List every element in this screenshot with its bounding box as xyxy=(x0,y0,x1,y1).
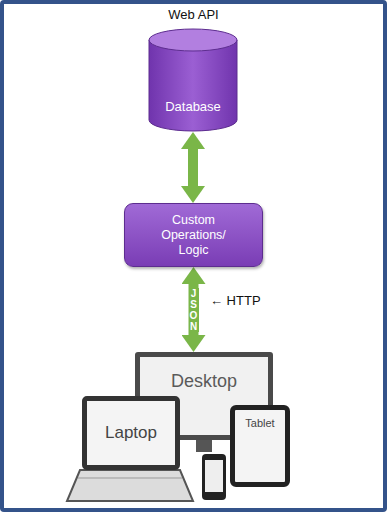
double-arrow xyxy=(189,284,199,335)
node-text: Desktop xyxy=(171,371,237,392)
laptop-base xyxy=(67,470,193,501)
phone-body xyxy=(202,454,226,500)
process-box: Custom Operations/ Logic xyxy=(124,203,263,267)
tablet-device: Tablet xyxy=(230,405,290,487)
edge-label: JSON xyxy=(189,288,199,332)
cylinder-body xyxy=(149,40,237,131)
double-arrow xyxy=(188,149,198,186)
laptop-screen: Laptop xyxy=(82,396,180,470)
phone-screen xyxy=(205,460,223,492)
cylinder-top xyxy=(149,29,237,51)
cylinder-shape xyxy=(148,28,238,132)
node-text: Tablet xyxy=(245,417,274,429)
laptop-keyboard-line xyxy=(78,478,182,479)
database-cylinder: Database xyxy=(148,28,238,132)
desktop-stand xyxy=(196,440,212,452)
node-text: Custom Operations/ Logic xyxy=(152,213,236,258)
diagram-title: Web API xyxy=(0,7,387,22)
node-text: Database xyxy=(165,99,221,114)
node-text: Laptop xyxy=(105,423,157,443)
protocol-label: ← HTTP xyxy=(208,293,263,308)
